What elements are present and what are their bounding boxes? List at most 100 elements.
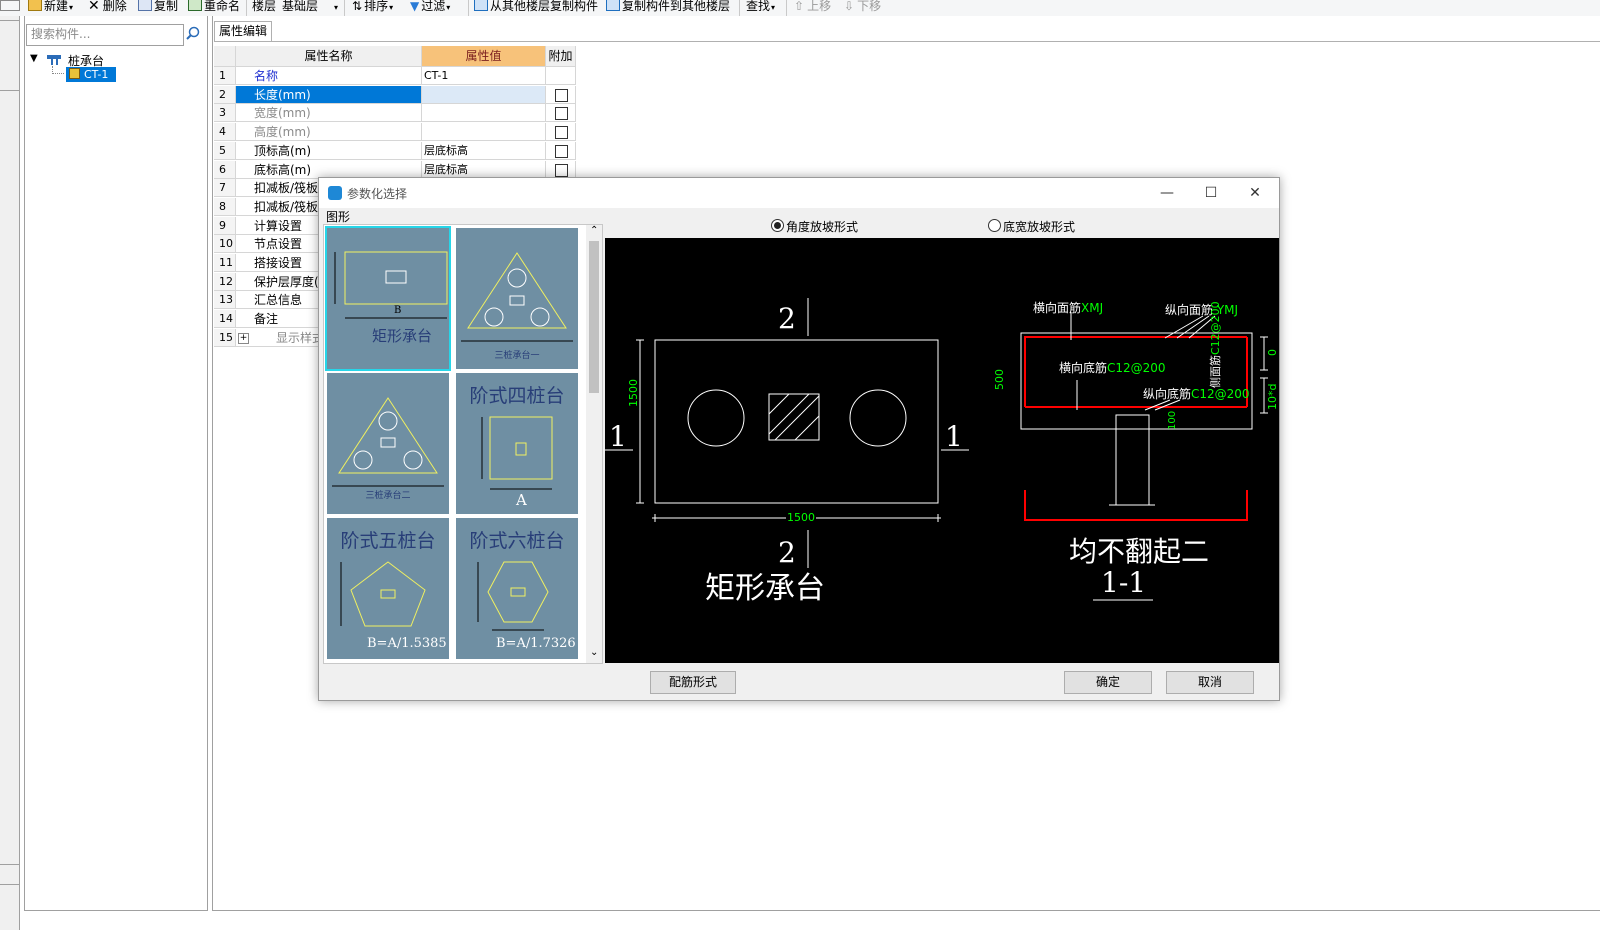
extra-cell xyxy=(546,142,576,160)
search-button[interactable] xyxy=(183,24,203,44)
extra-cell xyxy=(546,86,576,104)
arrow-down-icon: ⇩ xyxy=(844,0,855,13)
tab-property-edit[interactable]: 属性编辑 xyxy=(214,21,272,42)
sort-button[interactable]: ⇅排序▾ xyxy=(352,0,394,13)
new-button[interactable]: 新建▾ xyxy=(28,0,73,14)
row-number: 14 xyxy=(214,310,236,328)
dialog-title: 参数化选择 xyxy=(347,187,408,201)
property-name[interactable]: 长度(mm) xyxy=(236,86,422,104)
copy-icon xyxy=(138,0,152,11)
property-value[interactable] xyxy=(422,86,546,104)
extra-checkbox[interactable] xyxy=(555,126,568,139)
property-value[interactable] xyxy=(422,104,546,122)
move-down-button[interactable]: ⇩下移 xyxy=(844,0,882,13)
extra-checkbox[interactable] xyxy=(555,164,568,177)
main-toolbar: 新建▾ ✕删除 复制 重命名 楼层 基础层▾ ⇅排序▾ ▼过滤▾ 从其他楼层复制… xyxy=(0,0,1600,16)
chevron-down-icon[interactable]: ▼ xyxy=(30,53,38,64)
filter-icon: ▼ xyxy=(410,0,420,13)
scroll-up-icon[interactable]: ⌃ xyxy=(590,225,599,236)
delete-button[interactable]: ✕删除 xyxy=(88,0,127,14)
search-input[interactable] xyxy=(27,25,183,43)
floor-label: 楼层 xyxy=(252,0,277,13)
property-name[interactable]: 宽度(mm) xyxy=(236,104,422,122)
toolbar-separator xyxy=(246,0,247,16)
cut-mark-bottom: 2 xyxy=(778,536,796,569)
radio-width[interactable] xyxy=(988,219,1001,232)
row-number: 13 xyxy=(214,291,236,309)
section-label: 图形 xyxy=(326,210,351,224)
scroll-down-icon[interactable]: ⌄ xyxy=(590,647,599,658)
toolbar-separator xyxy=(468,0,469,16)
filter-button[interactable]: ▼过滤▾ xyxy=(410,0,451,13)
floor-select[interactable]: 基础层▾ xyxy=(282,0,339,13)
shape-label: 阶式六桩台 xyxy=(469,530,565,552)
minimize-button[interactable]: — xyxy=(1145,178,1189,208)
copy-from-floor-button[interactable]: 从其他楼层复制构件 xyxy=(474,0,598,14)
extra-cell xyxy=(546,123,576,141)
shape-sub-label: B xyxy=(394,305,402,316)
extra-cell xyxy=(546,67,576,85)
cut-mark-left: 1 xyxy=(609,420,627,453)
chevron-down-icon: ▾ xyxy=(446,3,451,12)
bottom-bend-rebar xyxy=(1024,490,1248,521)
copy-button[interactable]: 复制 xyxy=(138,0,178,14)
extra-checkbox[interactable] xyxy=(555,107,568,120)
tree-item-ct-1[interactable]: CT-1 xyxy=(66,67,116,82)
close-button[interactable]: ✕ xyxy=(1233,178,1277,208)
extra-checkbox[interactable] xyxy=(555,89,568,102)
toolbar-separator xyxy=(739,0,740,16)
maximize-button[interactable]: ☐ xyxy=(1189,178,1233,208)
rename-button[interactable]: 重命名 xyxy=(188,0,240,14)
close-icon: ✕ xyxy=(1249,185,1261,201)
shape-label: 三桩承台二 xyxy=(365,491,411,501)
section-title-2: 1-1 xyxy=(1101,566,1147,599)
rebar-form-button[interactable]: 配筋形式 xyxy=(650,671,736,694)
property-value[interactable] xyxy=(422,123,546,141)
row-number: 2 xyxy=(214,86,236,104)
dim-100-label: 100 xyxy=(1167,410,1178,430)
expand-icon[interactable]: + xyxy=(238,333,249,344)
row-number: 3 xyxy=(214,104,236,122)
ok-button[interactable]: 确定 xyxy=(1064,671,1152,694)
cut-mark-top: 2 xyxy=(778,302,796,335)
move-up-button[interactable]: ⇧上移 xyxy=(794,0,832,13)
grid-corner xyxy=(214,46,236,67)
dim-length-label: 1500 xyxy=(786,511,816,524)
plan-outline xyxy=(654,339,939,504)
chevron-down-icon: ▾ xyxy=(69,3,74,12)
cancel-button[interactable]: 取消 xyxy=(1166,671,1254,694)
property-value[interactable]: CT-1 xyxy=(422,67,546,85)
chevron-down-icon: ▾ xyxy=(334,3,339,12)
property-value[interactable]: 层底标高 xyxy=(422,142,546,160)
property-name[interactable]: 名称 xyxy=(236,67,422,85)
shape-label: 三桩承台一 xyxy=(494,351,540,361)
shape-sub-label: A xyxy=(516,491,527,509)
shape-list-scrollbar[interactable]: ⌃ ⌄ xyxy=(586,225,602,663)
window-corner-button[interactable] xyxy=(0,0,20,11)
minimize-icon: — xyxy=(1160,185,1174,201)
shape-thumbnail[interactable]: 三桩承台一 xyxy=(456,228,578,369)
strip-divider xyxy=(0,90,19,91)
drawing-preview: 2 2 1 1 1500 1500 矩形承台 横向面筋XMJ 纵向面筋 YMJ … xyxy=(605,238,1279,663)
property-name[interactable]: 高度(mm) xyxy=(236,123,422,141)
radio-angle[interactable] xyxy=(771,219,784,232)
shape-thumbnail[interactable]: 三桩承台二 xyxy=(327,373,449,514)
column-header-name: 属性名称 xyxy=(236,46,422,67)
property-name[interactable]: 顶标高(m) xyxy=(236,142,422,160)
tree-item-pile-cap[interactable]: 桩承台 xyxy=(68,54,105,68)
row-number: 5 xyxy=(214,142,236,160)
shape-preview-icon xyxy=(334,251,448,319)
shape-preview-icon xyxy=(332,397,444,487)
label-side: 侧面筋C12@200 xyxy=(1209,301,1222,388)
copy-to-floor-button[interactable]: 复制构件到其他楼层 xyxy=(606,0,730,14)
find-button[interactable]: 查找▾ xyxy=(746,0,776,13)
extra-checkbox[interactable] xyxy=(555,145,568,158)
scrollbar-thumb[interactable] xyxy=(589,241,599,393)
maximize-icon: ☐ xyxy=(1204,185,1218,201)
